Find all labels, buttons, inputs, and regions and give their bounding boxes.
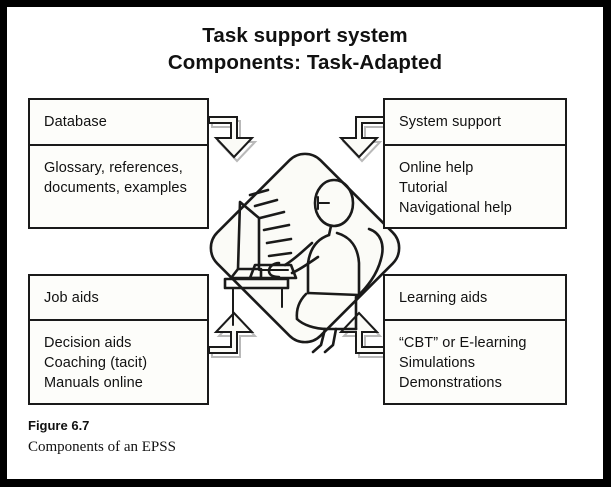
arrow-job-aids-to-center xyxy=(208,311,258,358)
node-system-support-line: Online help xyxy=(399,160,474,176)
center-diamond xyxy=(209,152,401,344)
node-system-support: System support Online help Tutorial Navi… xyxy=(383,98,567,229)
node-job-aids-line: Manuals online xyxy=(44,375,143,391)
node-system-support-header: System support xyxy=(385,100,565,146)
node-database-line: documents, examples xyxy=(44,180,187,196)
figure-caption-label: Figure 6.7 xyxy=(28,418,90,433)
arrow-learning-aids-to-center xyxy=(338,311,388,358)
diagram-graphics: .ln { fill:none; stroke:#1a1a1a; stroke-… xyxy=(208,116,401,358)
node-job-aids: Job aids Decision aids Coaching (tacit) … xyxy=(28,274,209,405)
page-title: Task support system Components: Task-Ada… xyxy=(7,22,603,76)
node-job-aids-header: Job aids xyxy=(30,276,207,321)
figure-caption-text: Components of an EPSS xyxy=(28,439,176,455)
node-job-aids-body: Decision aids Coaching (tacit) Manuals o… xyxy=(30,321,207,403)
node-learning-aids-header: Learning aids xyxy=(385,276,565,321)
node-learning-aids-line: Simulations xyxy=(399,355,476,371)
node-job-aids-line: Decision aids xyxy=(44,335,132,351)
title-line-2: Components: Task-Adapted xyxy=(167,51,443,74)
arrow-system-support-to-center xyxy=(338,116,388,163)
node-system-support-body: Online help Tutorial Navigational help xyxy=(385,146,565,227)
node-system-support-line: Tutorial xyxy=(399,180,448,196)
figure-caption: Figure 6.7 Components of an EPSS xyxy=(28,417,448,457)
node-database-body: Glossary, references, documents, example… xyxy=(30,146,207,227)
arrow-database-to-center xyxy=(208,116,258,163)
node-database: Database Glossary, references, documents… xyxy=(28,98,209,229)
node-learning-aids-line: “CBT” or E-learning xyxy=(399,335,527,351)
node-database-header: Database xyxy=(30,100,207,146)
node-learning-aids-body: “CBT” or E-learning Simulations Demonstr… xyxy=(385,321,565,403)
node-database-line: Glossary, references, xyxy=(44,160,183,176)
person-at-computer-illustration xyxy=(223,178,384,354)
node-job-aids-line: Coaching (tacit) xyxy=(44,355,148,371)
title-line-1: Task support system xyxy=(202,24,408,47)
node-learning-aids: Learning aids “CBT” or E-learning Simula… xyxy=(383,274,567,405)
node-system-support-line: Navigational help xyxy=(399,200,512,216)
node-learning-aids-line: Demonstrations xyxy=(399,375,502,391)
figure-sheet: Task support system Components: Task-Ada… xyxy=(7,7,603,479)
